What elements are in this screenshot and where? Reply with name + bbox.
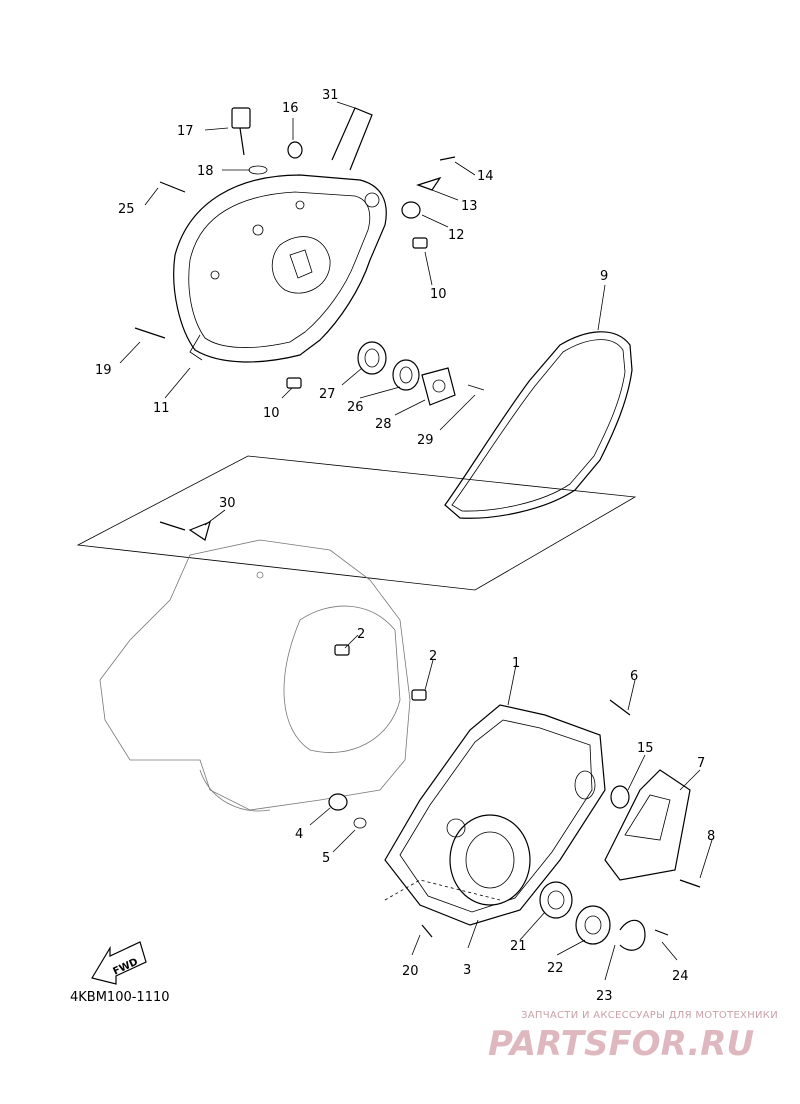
callout-1: 1: [512, 656, 520, 671]
callout-4: 4: [295, 827, 303, 842]
callout-9: 9: [600, 269, 608, 284]
callout-30: 30: [219, 496, 236, 511]
callout-18: 18: [197, 164, 214, 179]
callout-6: 6: [630, 669, 638, 684]
callout-labels: 1 2 2 3 4 5 6 7 8 9 10 10 11 12 13 14 15…: [95, 88, 715, 1004]
leader-lines: [119, 101, 713, 981]
watermark-brand: PARTSFOR.RU: [488, 1024, 754, 1064]
callout-23: 23: [596, 989, 613, 1004]
cover-gasket: [444, 331, 633, 519]
small-parts-upper: [134, 107, 456, 389]
callout-2b: 2: [429, 649, 437, 664]
callout-22: 22: [547, 961, 564, 976]
callout-24: 24: [672, 969, 689, 984]
callout-11: 11: [153, 401, 170, 416]
callout-13: 13: [461, 199, 478, 214]
callout-10a: 10: [430, 287, 447, 302]
watermark-tagline: ЗАПЧАСТИ И АКСЕССУАРЫ ДЛЯ МОТОТЕХНИКИ: [521, 1010, 778, 1021]
callout-16: 16: [282, 101, 299, 116]
callout-21: 21: [510, 939, 527, 954]
callout-5: 5: [322, 851, 330, 866]
callout-28: 28: [375, 417, 392, 432]
callout-15: 15: [637, 741, 654, 756]
callout-17: 17: [177, 124, 194, 139]
fwd-label: FWD: [111, 957, 139, 978]
callout-27: 27: [319, 387, 336, 402]
callout-29: 29: [417, 433, 434, 448]
callout-8: 8: [707, 829, 715, 844]
callout-19: 19: [95, 363, 112, 378]
fwd-arrow-icon: FWD: [91, 941, 147, 985]
section-frame: [76, 455, 637, 591]
crankcase-cover-upper: [173, 174, 387, 363]
engine-outline-ghost: [99, 539, 411, 812]
callout-2a: 2: [357, 627, 365, 642]
callout-31: 31: [322, 88, 339, 103]
callout-3: 3: [463, 963, 471, 978]
small-parts-lower: [328, 699, 701, 951]
seal-bearing-stack: [357, 341, 485, 406]
callout-7: 7: [697, 756, 705, 771]
callout-10b: 10: [263, 406, 280, 421]
callout-25: 25: [118, 202, 135, 217]
callout-26: 26: [347, 400, 364, 415]
crankcase-cover-lower: [384, 704, 606, 926]
callout-20: 20: [402, 964, 419, 979]
callout-14: 14: [477, 169, 494, 184]
diagram-code: 4KBM100-1110: [70, 990, 170, 1005]
dowel-pins-middle: [159, 520, 427, 701]
callout-12: 12: [448, 228, 465, 243]
